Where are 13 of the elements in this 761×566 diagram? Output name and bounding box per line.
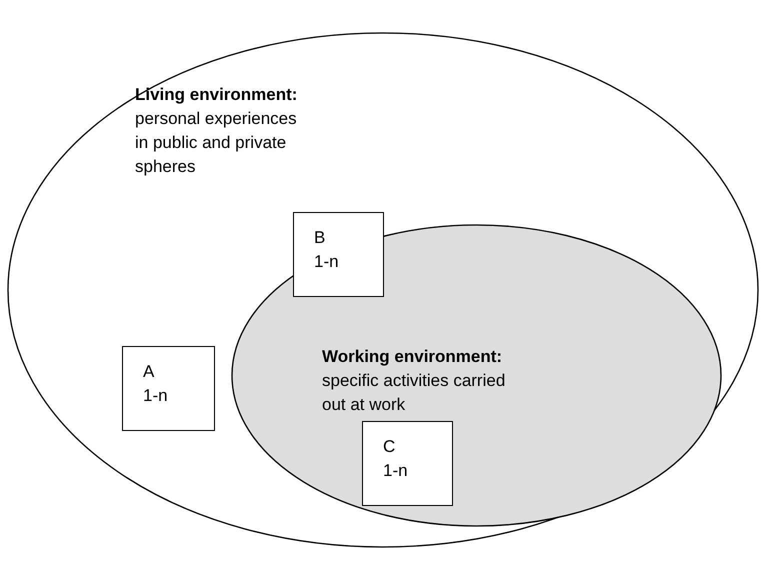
box-letter: C [383,436,396,458]
description: personal experiences in public and private spheres [135,108,298,178]
cardinality: 1-n [314,251,339,273]
cardinality: 1-n [383,460,408,482]
heading: Working environment: [322,346,504,368]
box-letter: A [143,361,154,383]
heading: Living environment: [135,84,298,106]
box [362,421,453,506]
box [293,212,384,297]
description: specific activities carried out at work [322,370,506,416]
box [122,346,215,431]
cardinality: 1-n [143,385,168,407]
box-letter: B [314,227,326,249]
